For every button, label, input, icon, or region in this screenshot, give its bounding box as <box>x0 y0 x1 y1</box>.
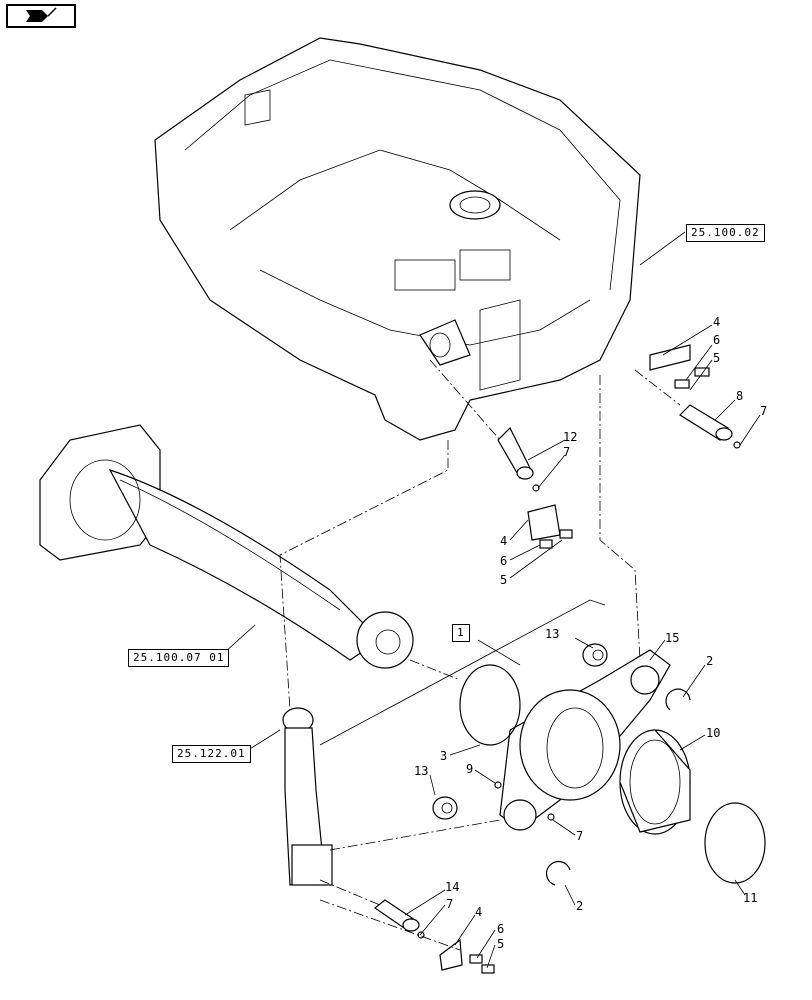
callout-8: 8 <box>736 389 743 403</box>
callout-6: 6 <box>500 554 507 568</box>
callout-4: 4 <box>500 534 507 548</box>
seal-13-lower <box>432 796 458 820</box>
callout-3: 3 <box>440 749 447 763</box>
o-ring-3 <box>459 664 521 746</box>
snap-ring-upper <box>665 688 691 711</box>
callout-5: 5 <box>500 573 507 587</box>
grease-fitting-arm <box>547 813 555 821</box>
group-bracket-line <box>319 599 606 746</box>
pin-12 <box>497 426 534 480</box>
callout-13: 13 <box>545 627 559 641</box>
grease-fitting-9 <box>494 781 502 789</box>
callout-14: 14 <box>445 880 459 894</box>
pin-8 <box>679 404 733 441</box>
grease-fitting-pin-12 <box>532 484 540 492</box>
callout-6: 6 <box>497 922 504 936</box>
callout-2: 2 <box>706 654 713 668</box>
retaining-plate-middle <box>527 504 573 549</box>
callout-7: 7 <box>760 404 767 418</box>
callout-7: 7 <box>576 829 583 843</box>
callout-4: 4 <box>713 315 720 329</box>
pivot-arm <box>499 649 671 831</box>
snap-ring-lower <box>545 860 571 886</box>
axle-housing <box>39 424 414 669</box>
callout-10: 10 <box>706 726 720 740</box>
retaining-plate-upper <box>649 344 710 389</box>
callout-5: 5 <box>497 937 504 951</box>
callout-6: 6 <box>713 333 720 347</box>
group-callout-1: 1 <box>452 624 470 642</box>
bushing <box>619 729 691 835</box>
retaining-plate-lower <box>439 938 495 974</box>
callout-12: 12 <box>563 430 577 444</box>
callout-9: 9 <box>466 762 473 776</box>
seal-13-upper <box>582 643 608 667</box>
callout-2: 2 <box>576 899 583 913</box>
leader-lines <box>224 231 761 969</box>
back-button[interactable] <box>6 4 76 28</box>
callout-11: 11 <box>743 891 757 905</box>
callout-5: 5 <box>713 351 720 365</box>
callout-4: 4 <box>475 905 482 919</box>
ref-link-steering-cylinder[interactable]: 25.122.01 <box>172 745 251 763</box>
group-leader-line <box>477 639 521 666</box>
return-arrow-icon <box>26 7 57 22</box>
front-support-frame <box>154 37 641 441</box>
callout-7: 7 <box>563 445 570 459</box>
o-ring-11 <box>704 802 766 884</box>
callout-15: 15 <box>665 631 679 645</box>
grease-fitting-upper-right <box>733 441 741 449</box>
steering-cylinder <box>282 707 333 886</box>
pin-14 <box>373 899 420 932</box>
callout-13: 13 <box>414 764 428 778</box>
ref-link-front-support[interactable]: 25.100.02 <box>686 224 765 242</box>
assembly-lines <box>279 359 681 951</box>
callout-7: 7 <box>446 897 453 911</box>
ref-link-axle-housing[interactable]: 25.100.07 01 <box>128 649 230 667</box>
